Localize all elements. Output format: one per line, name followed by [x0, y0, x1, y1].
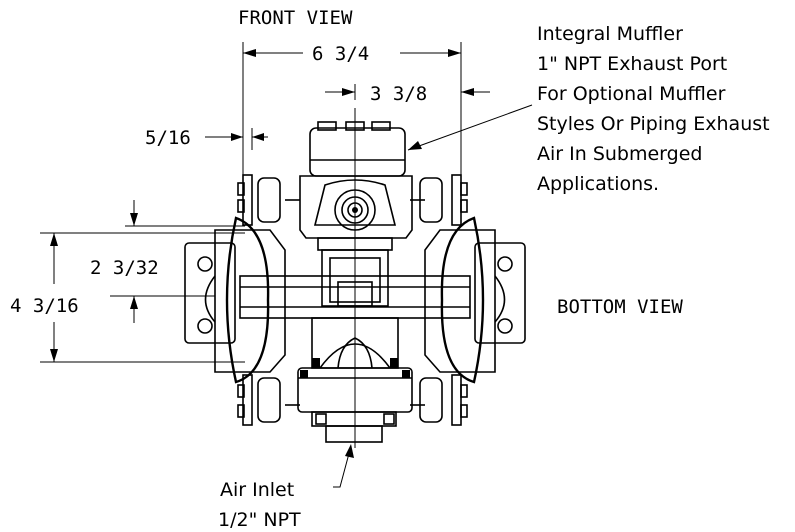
bottom-view-label: BOTTOM VIEW	[557, 296, 683, 318]
air-inlet-note-line: Air Inlet	[220, 479, 294, 501]
overall-height-dimension: 4 3/16	[10, 295, 79, 317]
muffler-note-line: Air In Submerged	[537, 143, 702, 165]
air-inlet-note-line: 1/2" NPT	[218, 509, 301, 531]
half-height-dimension: 2 3/32	[90, 257, 159, 279]
dimension-lines	[40, 42, 533, 488]
muffler-note-line: 1" NPT Exhaust Port	[537, 53, 727, 75]
muffler-note-line: For Optional Muffler	[537, 83, 726, 105]
flange-thickness-dimension: 5/16	[145, 127, 191, 149]
air-inlet-note: Air Inlet 1/2" NPT	[218, 479, 301, 531]
muffler-note-line: Applications.	[537, 173, 659, 195]
muffler-note: Integral Muffler 1" NPT Exhaust Port For…	[537, 23, 770, 195]
center-width-dimension: 3 3/8	[370, 83, 427, 105]
front-view-label: FRONT VIEW	[238, 7, 353, 29]
overall-width-dimension: 6 3/4	[312, 43, 369, 65]
pump-outline	[184, 108, 526, 448]
muffler-note-line: Integral Muffler	[537, 23, 683, 45]
muffler-note-line: Styles Or Piping Exhaust	[537, 113, 770, 135]
